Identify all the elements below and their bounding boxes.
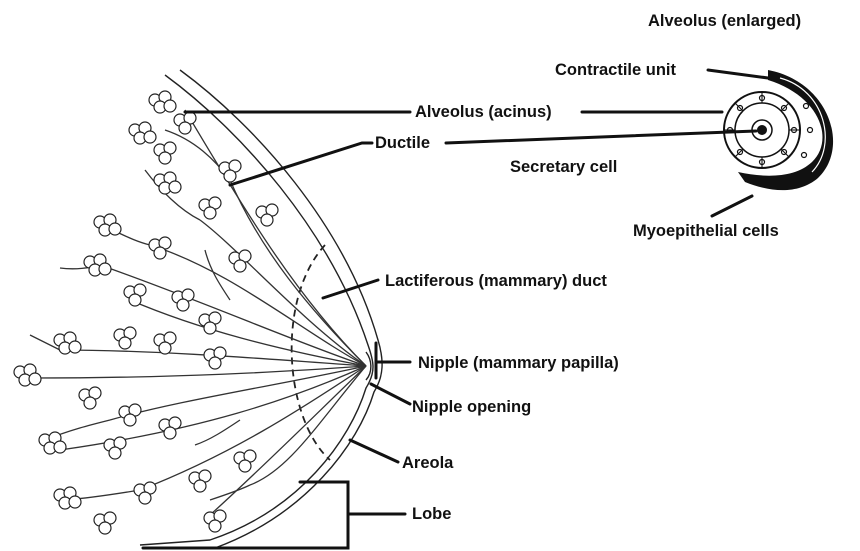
- lobule-cluster: [154, 172, 181, 194]
- label-lactiferous-duct: Lactiferous (mammary) duct: [385, 272, 607, 290]
- lactiferous-ducts: [30, 110, 366, 515]
- lobule-cluster: [204, 347, 226, 369]
- lobule-cluster: [229, 250, 251, 272]
- lobule-cluster: [219, 160, 241, 182]
- lobule-cluster: [119, 404, 141, 426]
- lobule-cluster: [124, 284, 146, 306]
- lobule-cluster: [129, 122, 156, 144]
- lobule-cluster: [94, 214, 121, 236]
- label-lobe: Lobe: [412, 505, 451, 523]
- label-alveolus-acinus: Alveolus (acinus): [415, 103, 552, 121]
- lobule-cluster: [79, 387, 101, 409]
- label-nipple-opening: Nipple opening: [412, 398, 531, 416]
- lobules: [14, 91, 278, 534]
- lobule-cluster: [134, 482, 156, 504]
- enlarged-alveolus: [724, 70, 833, 190]
- label-myoepithelial-cells: Myoepithelial cells: [633, 222, 779, 240]
- label-contractile-unit: Contractile unit: [555, 61, 677, 79]
- lobule-cluster: [104, 437, 126, 459]
- lobule-cluster: [39, 432, 66, 454]
- lobule-cluster: [189, 470, 211, 492]
- breast-outline: [140, 70, 382, 548]
- lobule-cluster: [54, 487, 81, 509]
- lobule-cluster: [174, 112, 196, 134]
- lobule-cluster: [94, 512, 116, 534]
- label-secretary-cell: Secretary cell: [510, 158, 617, 176]
- lobule-cluster: [256, 204, 278, 226]
- lobule-cluster: [54, 332, 81, 354]
- lobule-cluster: [149, 237, 171, 259]
- leader-lines: [143, 70, 768, 548]
- lobule-cluster: [154, 142, 176, 164]
- lobule-cluster: [14, 364, 41, 386]
- lumen-core: [757, 125, 767, 135]
- lobule-cluster: [154, 332, 176, 354]
- label-alveolus-enlarged: Alveolus (enlarged): [648, 12, 801, 30]
- label-nipple: Nipple (mammary papilla): [418, 354, 619, 372]
- label-ductile: Ductile: [375, 134, 430, 152]
- labels: Alveolus (enlarged) Contractile unit Alv…: [375, 12, 801, 523]
- label-areola: Areola: [402, 454, 454, 472]
- lobule-cluster: [204, 510, 226, 532]
- lobule-cluster: [114, 327, 136, 349]
- lobule-cluster: [149, 91, 176, 113]
- lobule-cluster: [172, 289, 194, 311]
- lobule-cluster: [199, 197, 221, 219]
- lobule-cluster: [234, 450, 256, 472]
- lobule-cluster: [159, 417, 181, 439]
- lobule-cluster: [84, 254, 111, 276]
